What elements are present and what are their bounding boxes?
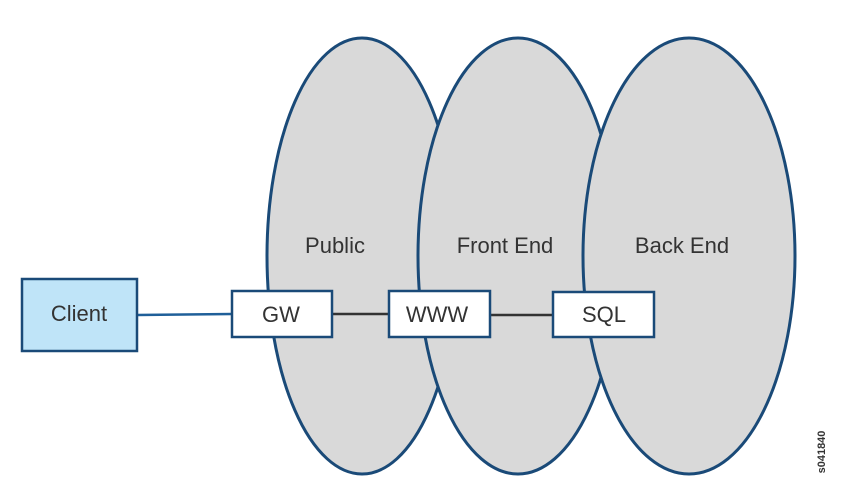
node-gw-label: GW bbox=[262, 302, 300, 327]
node-gw: GW bbox=[230, 289, 334, 339]
node-sql-label: SQL bbox=[582, 302, 626, 327]
zone-back-end bbox=[581, 36, 797, 476]
node-www-label: WWW bbox=[406, 302, 469, 327]
zone-label-public: Public bbox=[305, 233, 365, 258]
node-client: Client bbox=[20, 277, 139, 353]
node-www: WWW bbox=[387, 289, 492, 339]
node-sql: SQL bbox=[551, 290, 656, 339]
figure-id: s041840 bbox=[816, 431, 828, 474]
link-client-gw bbox=[136, 312, 233, 317]
node-client-label: Client bbox=[51, 301, 107, 326]
zone-label-front-end: Front End bbox=[457, 233, 554, 258]
zone-label-back-end: Back End bbox=[635, 233, 729, 258]
